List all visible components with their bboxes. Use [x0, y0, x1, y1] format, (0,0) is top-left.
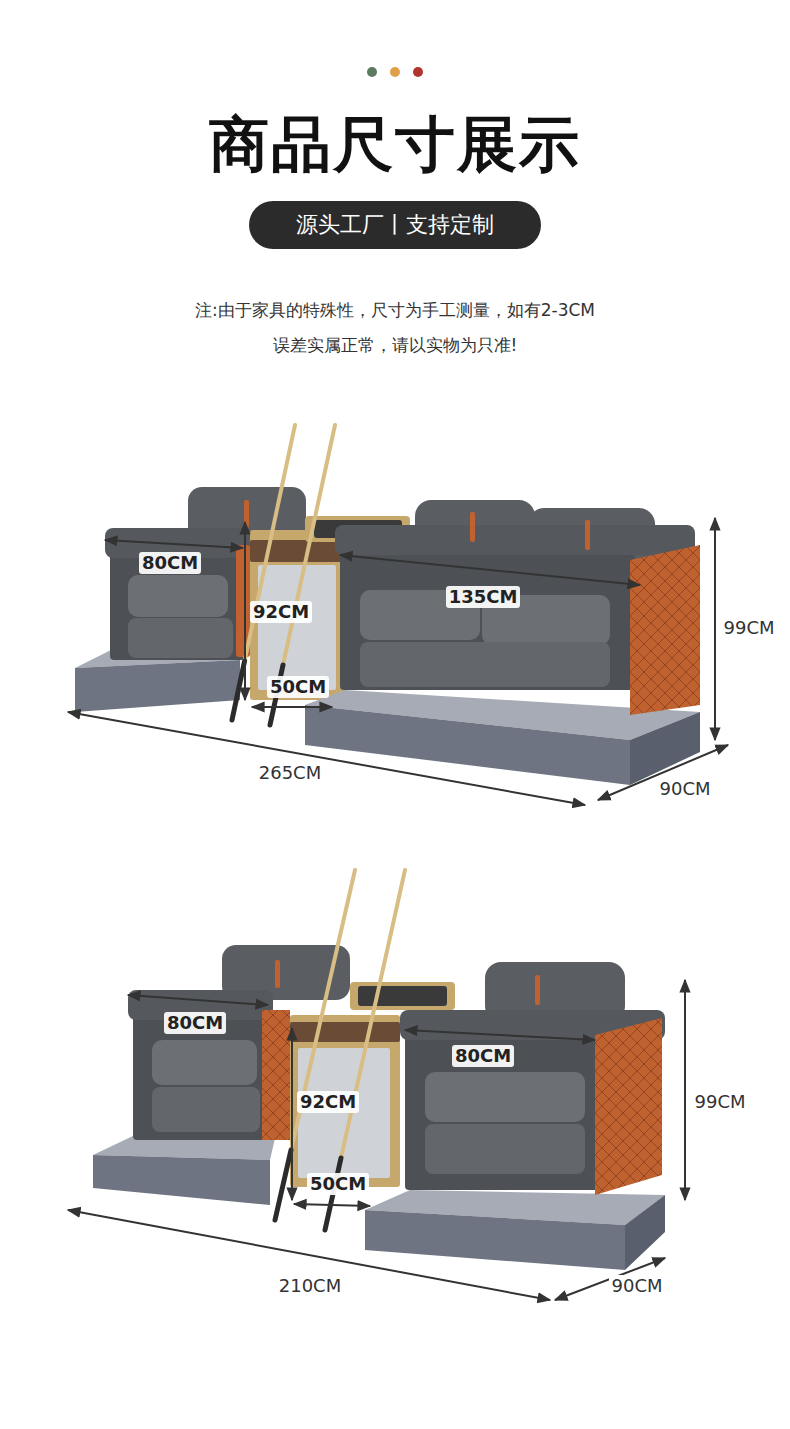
stripe: [535, 975, 540, 1005]
dimension-line: [598, 745, 728, 800]
chair-body: [133, 1000, 273, 1140]
dimension-label: 90CM: [657, 778, 712, 800]
page-title: 商品尺寸展示: [209, 105, 581, 186]
seat-cushion: [152, 1040, 257, 1085]
dimension-line: [684, 980, 686, 1200]
platform-front: [93, 1155, 270, 1205]
stripe: [470, 512, 475, 542]
front-cushion: [360, 642, 610, 687]
dimension-label: 99CM: [721, 617, 776, 639]
cabinet-top: [290, 1022, 400, 1042]
dimension-line: [244, 522, 246, 700]
dimension-line: [68, 712, 585, 805]
chair-body: [405, 1020, 600, 1190]
platform-side: [625, 1195, 665, 1270]
front-cushion: [425, 1124, 585, 1174]
front-cushion: [152, 1087, 260, 1132]
dimension-line: [340, 555, 640, 585]
stripe: [585, 520, 590, 550]
dimension-line: [714, 518, 716, 740]
billiard-cue: [341, 870, 405, 1158]
dimension-line: [128, 995, 268, 1005]
tray: [350, 982, 455, 1010]
seat-cushion: [128, 575, 228, 617]
cabinet-frame: [250, 530, 345, 700]
dimension-label: 80CM: [452, 1045, 514, 1067]
stripe: [275, 960, 280, 988]
billiard-cue: [245, 425, 295, 661]
decor-dot: [367, 67, 377, 77]
dimension-label: 50CM: [267, 676, 329, 698]
platform-side: [630, 712, 700, 785]
seat-cushion: [425, 1072, 585, 1122]
platform-front: [305, 705, 630, 785]
cabinet-glass: [258, 565, 336, 690]
side-panel: [262, 1010, 290, 1140]
tray-inner: [358, 986, 447, 1006]
dimension-label: 210CM: [277, 1275, 343, 1297]
decor-dot: [413, 67, 423, 77]
platform-front: [75, 660, 240, 712]
cabinet-top: [250, 540, 345, 562]
front-cushion: [128, 618, 233, 658]
dimension-label: 90CM: [609, 1275, 664, 1297]
note-text: 误差实属正常，请以实物为只准!: [273, 334, 518, 357]
dimension-label: 80CM: [164, 1012, 226, 1034]
dimension-label: 80CM: [139, 552, 201, 574]
dimension-label: 92CM: [297, 1091, 359, 1113]
sofa-arms: [335, 525, 695, 555]
dimension-line: [555, 1258, 665, 1300]
billiard-cue: [283, 425, 335, 665]
cabinet-frame: [290, 1015, 400, 1187]
badge-text: 源头工厂丨支持定制: [296, 210, 541, 240]
dimension-line: [68, 1210, 550, 1300]
dimension-label: 135CM: [446, 586, 521, 608]
dimension-label: 50CM: [307, 1173, 369, 1195]
illustration: [68, 67, 728, 1300]
billiard-cue-butt: [275, 1150, 291, 1220]
dimension-line: [294, 1204, 370, 1206]
note-text: 注:由于家具的特殊性，尺寸为手工测量，如有2-3CM: [195, 299, 595, 322]
platform-front: [365, 1210, 625, 1270]
decor-dot: [390, 67, 400, 77]
side-panel: [595, 1018, 662, 1195]
dimension-label: 265CM: [257, 762, 323, 784]
badge-pill: 源头工厂丨支持定制: [249, 201, 541, 249]
side-panel: [630, 545, 700, 715]
dimension-line: [291, 1028, 293, 1200]
dimension-line: [105, 540, 243, 548]
billiard-cue-butt: [232, 661, 245, 720]
sofa-body: [340, 540, 635, 690]
dimension-line: [252, 706, 332, 708]
dimension-line: [405, 1030, 595, 1040]
dimension-label: 92CM: [250, 601, 312, 623]
dimension-label: 99CM: [692, 1091, 747, 1113]
